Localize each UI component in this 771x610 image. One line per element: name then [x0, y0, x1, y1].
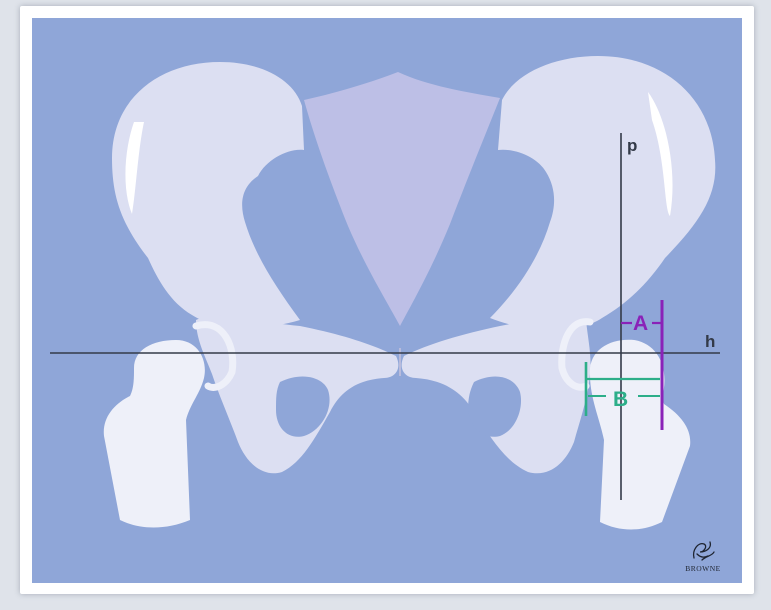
left-obturator-foramen [276, 376, 330, 436]
artist-signature: BROWNE [675, 538, 731, 580]
signature-mark-icon [688, 538, 718, 564]
right-iliac-wing [490, 56, 715, 330]
left-femur [104, 340, 205, 528]
sacrum [304, 72, 500, 326]
h-line-label: h [705, 333, 715, 350]
p-line-label: p [627, 137, 637, 154]
left-iliac-wing [112, 62, 304, 328]
signature-text: BROWNE [675, 564, 731, 573]
right-femur [590, 340, 690, 530]
measure-b-label: B [613, 389, 628, 410]
measure-a-label: A [633, 313, 648, 334]
